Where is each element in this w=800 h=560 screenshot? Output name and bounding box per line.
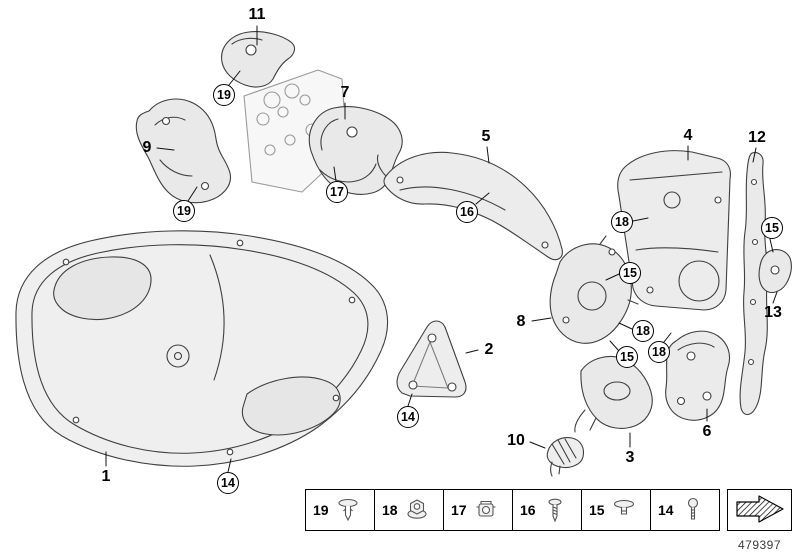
part-label-6[interactable]: 6 xyxy=(702,423,712,440)
legend-num-17: 17 xyxy=(451,502,467,518)
hex-nut-icon xyxy=(407,499,427,519)
part-label-1[interactable]: 1 xyxy=(101,468,111,485)
legend-cell-19[interactable]: 19 xyxy=(305,489,375,531)
callout-19-a[interactable]: 19 xyxy=(213,84,235,106)
legend-num-15: 15 xyxy=(589,502,605,518)
part-2-drawing[interactable] xyxy=(396,320,467,398)
part-10-drawing[interactable] xyxy=(546,437,585,477)
part-1-drawing[interactable] xyxy=(15,230,389,467)
blind-rivet-icon xyxy=(687,497,698,520)
direction-arrow-box xyxy=(727,489,792,531)
callout-18-c[interactable]: 18 xyxy=(648,341,670,363)
clip-nut-icon xyxy=(476,500,496,517)
legend-num-19: 19 xyxy=(313,502,329,518)
part-13-drawing[interactable] xyxy=(758,249,792,293)
part-label-3[interactable]: 3 xyxy=(625,449,635,466)
legend-cell-17[interactable]: 17 xyxy=(443,489,513,531)
screw-icon xyxy=(548,498,562,523)
callout-14-a[interactable]: 14 xyxy=(397,406,419,428)
legend-cell-14[interactable]: 14 xyxy=(650,489,720,531)
push-rivet-icon xyxy=(613,499,634,515)
front-direction-arrow-icon xyxy=(735,495,784,523)
part-label-7[interactable]: 7 xyxy=(340,84,350,101)
part-4-drawing[interactable] xyxy=(617,150,731,311)
callout-15-b[interactable]: 15 xyxy=(619,262,641,284)
leader-lines xyxy=(105,25,778,473)
legend-num-16: 16 xyxy=(520,502,536,518)
part-7-drawing[interactable] xyxy=(308,106,403,195)
part-3-drawing[interactable] xyxy=(574,355,653,433)
part-9-drawing[interactable] xyxy=(135,98,232,204)
callout-16[interactable]: 16 xyxy=(456,201,478,223)
callout-19-b[interactable]: 19 xyxy=(173,200,195,222)
part-label-5[interactable]: 5 xyxy=(481,128,491,145)
part-label-2[interactable]: 2 xyxy=(484,341,494,358)
part-label-12[interactable]: 12 xyxy=(748,129,766,146)
fastener-legend: 19 18 17 16 xyxy=(305,489,720,531)
part-6-drawing[interactable] xyxy=(665,330,731,421)
diagram-number: 479397 xyxy=(737,538,782,552)
part-label-13[interactable]: 13 xyxy=(764,304,782,321)
legend-num-14: 14 xyxy=(658,502,674,518)
part-label-4[interactable]: 4 xyxy=(683,127,693,144)
part-label-11[interactable]: 11 xyxy=(248,6,266,23)
callout-17[interactable]: 17 xyxy=(326,181,348,203)
callout-18-a[interactable]: 18 xyxy=(611,211,633,233)
part-label-10[interactable]: 10 xyxy=(507,432,525,449)
legend-cell-18[interactable]: 18 xyxy=(374,489,444,531)
part-label-8[interactable]: 8 xyxy=(516,313,526,330)
callout-15-a[interactable]: 15 xyxy=(761,217,783,239)
expanding-rivet-icon xyxy=(338,498,358,522)
legend-num-18: 18 xyxy=(382,502,398,518)
part-11-drawing[interactable] xyxy=(221,31,296,88)
callout-14-b[interactable]: 14 xyxy=(217,472,239,494)
part-8-drawing[interactable] xyxy=(549,235,639,344)
part-label-9[interactable]: 9 xyxy=(142,139,152,156)
callout-18-b[interactable]: 18 xyxy=(632,320,654,342)
legend-cell-15[interactable]: 15 xyxy=(581,489,651,531)
legend-cell-16[interactable]: 16 xyxy=(512,489,582,531)
callout-15-c[interactable]: 15 xyxy=(616,346,638,368)
